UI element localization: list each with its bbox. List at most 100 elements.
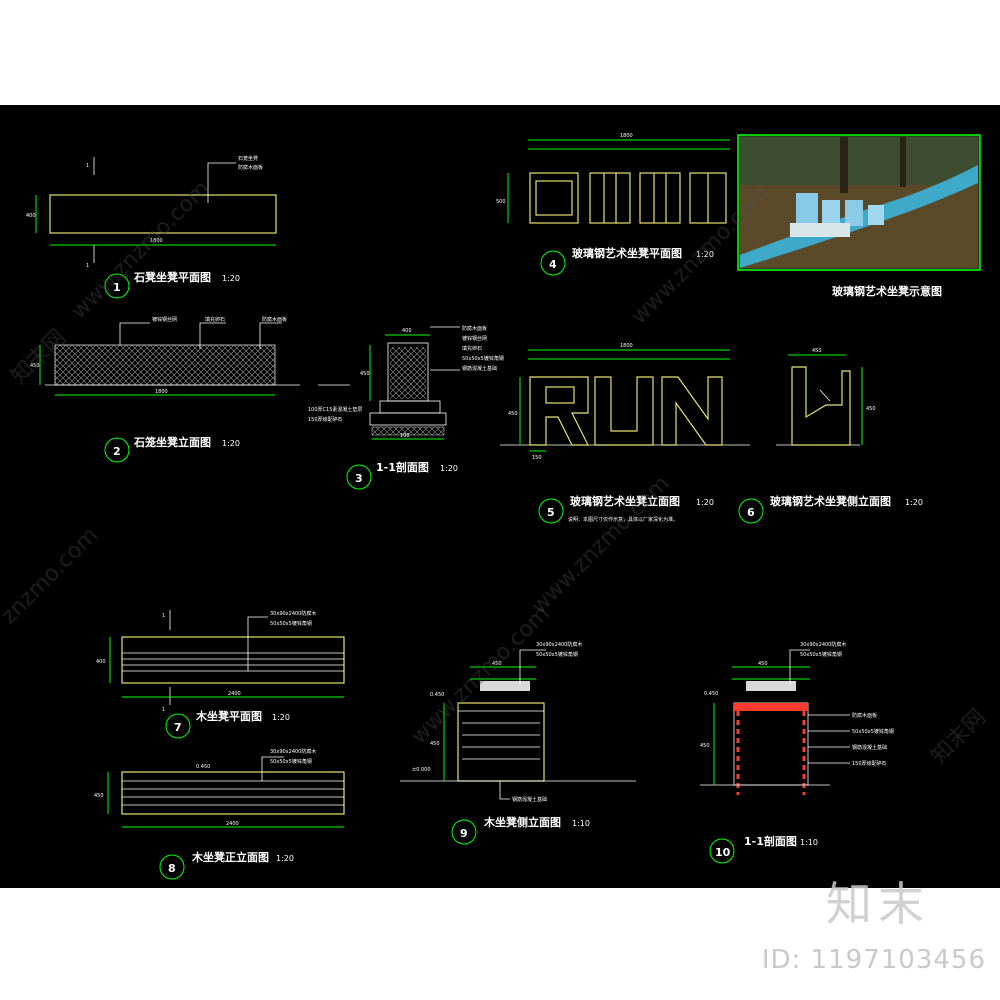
svg-text:0.450: 0.450	[430, 692, 444, 698]
svg-text:2: 2	[113, 445, 121, 458]
svg-text:钢筋混凝土基础: 钢筋混凝土基础	[512, 796, 547, 803]
svg-text:30x90x2400防腐木: 30x90x2400防腐木	[270, 748, 316, 755]
svg-text:1-1剖面图: 1-1剖面图	[744, 834, 797, 848]
svg-text:0.450: 0.450	[704, 691, 718, 697]
svg-text:1:20: 1:20	[696, 498, 714, 507]
svg-text:防腐木面板: 防腐木面板	[462, 325, 487, 332]
dim-text: 400	[26, 213, 36, 219]
svg-text:石笼坐凳立面图: 石笼坐凳立面图	[133, 435, 211, 449]
svg-text:1:20: 1:20	[222, 439, 240, 448]
svg-text:1-1剖面图: 1-1剖面图	[376, 460, 429, 474]
section-mark: 1	[86, 263, 89, 269]
svg-text:400: 400	[96, 659, 106, 665]
svg-text:9: 9	[460, 827, 468, 840]
svg-text:镀锌钢丝网: 镀锌钢丝网	[462, 335, 487, 342]
svg-text:玻璃钢艺术坐凳平面图: 玻璃钢艺术坐凳平面图	[572, 246, 682, 260]
svg-text:50x50x5镀锌角钢: 50x50x5镀锌角钢	[462, 355, 504, 362]
svg-text:防腐木面板: 防腐木面板	[852, 712, 877, 719]
svg-text:50x50x5镀锌角钢: 50x50x5镀锌角钢	[270, 758, 312, 765]
svg-text:木坐凳平面图: 木坐凳平面图	[195, 709, 262, 723]
svg-text:1: 1	[162, 707, 165, 713]
svg-text:znzmo.com: znzmo.com	[0, 523, 103, 629]
section-mark: 1	[86, 163, 89, 169]
svg-text:2400: 2400	[226, 821, 239, 827]
photo-caption: 玻璃钢艺术坐凳示意图	[832, 284, 942, 298]
svg-text:1:20: 1:20	[222, 274, 240, 283]
svg-text:450: 450	[866, 406, 876, 412]
svg-text:防腐木面板: 防腐木面板	[262, 316, 287, 323]
dim-text: 1800	[150, 238, 163, 244]
svg-text:1:10: 1:10	[800, 838, 818, 847]
drawing-10-section: 450 450 0.450 30x90x2400防腐木 50x50x5镀锌角钢 …	[700, 641, 894, 864]
svg-text:30x90x2400防腐木: 30x90x2400防腐木	[800, 641, 846, 648]
svg-text:10: 10	[715, 846, 731, 859]
cad-drawing-canvas: 1 1 1800 400 石笼坐凳 防腐木面板 1 石凳坐凳平面图 1:20 1…	[0, 105, 1000, 888]
svg-text:1:10: 1:10	[572, 819, 590, 828]
svg-text:4: 4	[549, 258, 557, 271]
svg-text:石凳坐凳平面图: 石凳坐凳平面图	[133, 270, 211, 284]
note: 防腐木面板	[238, 164, 263, 171]
brand-logo: 知末	[826, 877, 930, 931]
drawing-6-side-elevation: 450 450 6 玻璃钢艺术坐凳侧立面图 1:20	[738, 348, 923, 524]
svg-text:450: 450	[700, 743, 710, 749]
svg-text:450: 450	[492, 661, 502, 667]
svg-text:0.450: 0.450	[196, 764, 210, 770]
svg-text:钢筋混凝土基础: 钢筋混凝土基础	[852, 744, 887, 751]
svg-text:450: 450	[30, 363, 40, 369]
svg-text:50x50x5镀锌角钢: 50x50x5镀锌角钢	[270, 620, 312, 627]
svg-text:1800: 1800	[620, 343, 633, 349]
svg-text:1:20: 1:20	[696, 250, 714, 259]
svg-text:木坐凳正立面图: 木坐凳正立面图	[191, 850, 269, 864]
drawing-1-plan: 1 1 1800 400 石笼坐凳 防腐木面板 1 石凳坐凳平面图 1:20	[26, 155, 277, 299]
svg-text:100厚C15素混凝土垫层: 100厚C15素混凝土垫层	[308, 406, 362, 413]
svg-text:1: 1	[162, 613, 165, 619]
svg-text:450: 450	[812, 348, 822, 354]
svg-text:1:20: 1:20	[276, 854, 294, 863]
drawing-4-run-plan: 1800 500 4 玻璃钢艺术坐凳平面图 1:20	[496, 133, 730, 276]
svg-text:填充卵石: 填充卵石	[462, 345, 482, 352]
drawing-9-wood-side: 450 450 0.450 ±0.000 30x90x2400防腐木 50x50…	[400, 641, 636, 845]
svg-text:钢筋混凝土基础: 钢筋混凝土基础	[462, 365, 497, 372]
svg-text:镀锌钢丝网: 镀锌钢丝网	[152, 316, 177, 323]
note: 石笼坐凳	[238, 155, 258, 162]
svg-text:3: 3	[355, 472, 363, 485]
drawing-3-section: 400 450 100 防腐木面板 镀锌钢丝网 填充卵石 50x50x5镀锌角钢…	[308, 325, 504, 490]
svg-text:7: 7	[174, 721, 182, 734]
svg-text:1:20: 1:20	[905, 498, 923, 507]
svg-text:50x50x5镀锌角钢: 50x50x5镀锌角钢	[536, 651, 578, 658]
drawing-7-wood-plan: 1 1 400 2400 30x90x2400防腐木 50x50x5镀锌角钢 7…	[96, 610, 345, 739]
svg-text:150: 150	[532, 455, 542, 461]
svg-text:填充卵石: 填充卵石	[205, 316, 225, 323]
cad-drawing: 1 1 1800 400 石笼坐凳 防腐木面板 1 石凳坐凳平面图 1:20 1…	[0, 133, 991, 880]
svg-text:6: 6	[747, 506, 755, 519]
drawing-8-wood-elevation: 450 2400 0.450 30x90x2400防腐木 50x50x5镀锌角钢…	[94, 748, 345, 880]
image-id: ID: 1197103456	[761, 945, 986, 975]
reference-photo: 玻璃钢艺术坐凳示意图	[737, 134, 981, 298]
svg-text:1:20: 1:20	[440, 464, 458, 473]
svg-text:www.znzmo.com: www.znzmo.com	[67, 176, 215, 324]
svg-text:400: 400	[402, 328, 412, 334]
svg-text:1800: 1800	[620, 133, 633, 139]
svg-text:2400: 2400	[228, 691, 241, 697]
svg-text:知末网: 知末网	[927, 705, 991, 769]
svg-text:450: 450	[430, 741, 440, 747]
drawing-2-elevation: 1800 450 镀锌钢丝网 填充卵石 防腐木面板 2 石笼坐凳立面图 1:20	[30, 316, 300, 463]
drawing-5-run-elevation: 1800 450 150 5 玻璃钢艺术坐凳立面图 1:20 说明：本图尺寸仅作…	[500, 343, 750, 524]
svg-text:1800: 1800	[155, 389, 168, 395]
svg-text:100: 100	[400, 433, 410, 439]
svg-text:50x50x5镀锌角钢: 50x50x5镀锌角钢	[800, 651, 842, 658]
svg-text:500: 500	[496, 199, 506, 205]
svg-text:150厚级配碎石: 150厚级配碎石	[852, 760, 887, 767]
svg-text:1: 1	[113, 281, 121, 294]
svg-text:木坐凳侧立面图: 木坐凳侧立面图	[483, 815, 561, 829]
svg-text:www.znzmo.com: www.znzmo.com	[527, 471, 675, 619]
svg-text:1:20: 1:20	[272, 713, 290, 722]
svg-text:450: 450	[758, 661, 768, 667]
svg-text:玻璃钢艺术坐凳立面图: 玻璃钢艺术坐凳立面图	[570, 494, 680, 508]
svg-text:8: 8	[168, 862, 176, 875]
svg-text:www.znzmo.com: www.znzmo.com	[407, 601, 555, 749]
svg-text:5: 5	[547, 506, 555, 519]
svg-text:玻璃钢艺术坐凳侧立面图: 玻璃钢艺术坐凳侧立面图	[770, 494, 891, 508]
svg-text:30x90x2400防腐木: 30x90x2400防腐木	[536, 641, 582, 648]
note-5: 说明：本图尺寸仅作示意，具体以厂家深化为准。	[568, 516, 678, 523]
